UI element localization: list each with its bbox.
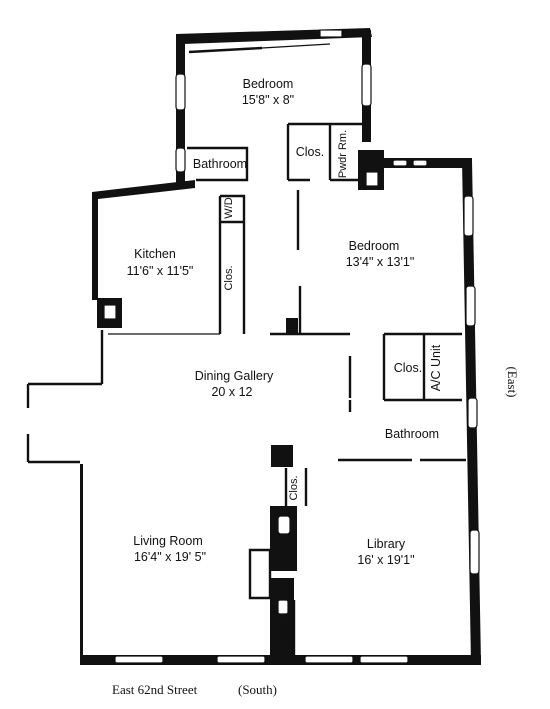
kitchen-corner-void (103, 304, 117, 320)
south-label: (South) (238, 682, 277, 697)
kitchen-name: Kitchen (134, 247, 176, 261)
window (175, 147, 186, 173)
library-name: Library (367, 537, 406, 551)
bedroom1-dims: 15'8" x 8" (242, 93, 294, 107)
street-label: East 62nd Street (112, 682, 198, 697)
ac-unit-name: A/C Unit (429, 344, 443, 391)
window (216, 655, 266, 664)
window (392, 159, 408, 167)
window (175, 73, 186, 111)
window (304, 655, 354, 664)
wall-kitchen-left (92, 192, 98, 300)
bedroom1-name: Bedroom (243, 77, 294, 91)
living-dims: 16'4" x 19' 5" (134, 550, 206, 564)
wall-top (176, 28, 372, 44)
closet-top-name: Clos. (296, 145, 324, 159)
wall-pier-kitchen (286, 318, 298, 334)
closet-right-name: Clos. (394, 361, 422, 375)
dining-name: Dining Gallery (195, 369, 274, 383)
bedroom2-dims: 13'4" x 13'1" (346, 255, 415, 269)
window (463, 195, 474, 237)
living-name: Living Room (133, 534, 202, 548)
bathroom2-name: Bathroom (385, 427, 439, 441)
window (412, 159, 428, 167)
window (361, 63, 372, 107)
window (465, 285, 476, 327)
wall-chimney-top (271, 445, 293, 467)
closet-mid-name: Clos. (288, 475, 300, 500)
wall-south (80, 655, 481, 665)
wall-kitchen-top (92, 180, 195, 199)
interior-walls (26, 43, 466, 655)
library-dims: 16' x 19'1" (357, 553, 414, 567)
wd-name: W/D (223, 197, 235, 218)
window (467, 397, 478, 429)
closet-kitchen-name: Clos. (223, 265, 235, 290)
window (359, 655, 409, 664)
bedroom2-name: Bedroom (349, 239, 400, 253)
wall-living-left (80, 464, 83, 660)
east-label: (East) (505, 366, 520, 397)
fireplace-hearth (365, 171, 379, 187)
powder-room-name: Pwdr Rm. (337, 130, 349, 178)
dining-dims: 20 x 12 (211, 385, 252, 399)
window (469, 529, 480, 575)
kitchen-dims: 11'6" x 11'5" (127, 264, 194, 278)
window (114, 655, 164, 664)
closet-bottom-name: Clos. (280, 617, 292, 642)
window (319, 29, 343, 38)
bathroom1-name: Bathroom (193, 157, 247, 171)
